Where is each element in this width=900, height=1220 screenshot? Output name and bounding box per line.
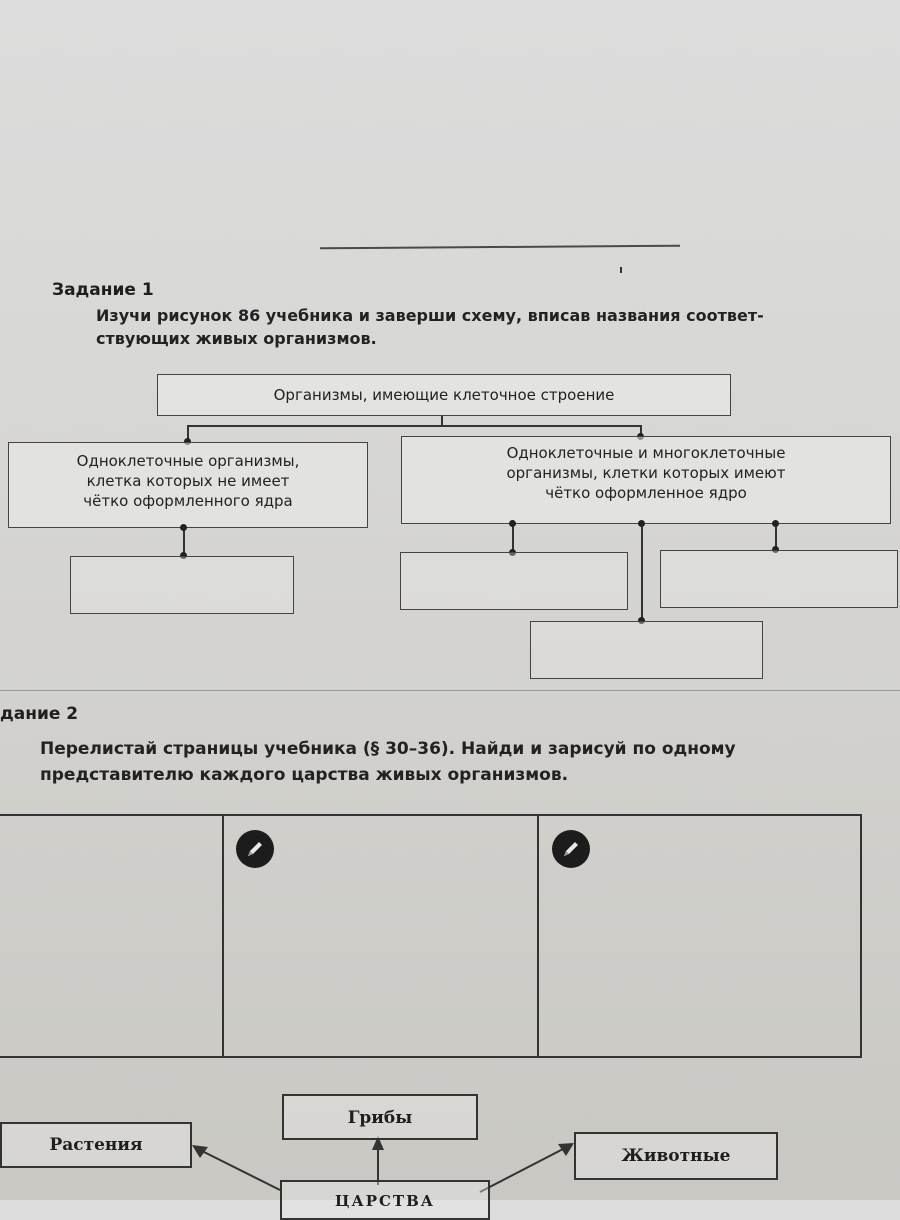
table-divider <box>537 816 539 1056</box>
pencil-icon-glyph <box>564 842 578 856</box>
arrowhead-animals <box>558 1143 574 1156</box>
prokaryote-label-line3: чётко оформленного ядра <box>83 492 293 510</box>
table-divider <box>222 816 224 1056</box>
task1-heading: Задание 1 <box>52 280 154 300</box>
ink-mark <box>620 267 622 273</box>
root-box: Организмы, имеющие клеточное строение <box>157 374 731 416</box>
task2-instruction-line2: представителю каждого царства живых орга… <box>40 765 569 785</box>
task2-instruction-line1: Перелистай страницы учебника (§ 30–36). … <box>40 739 736 759</box>
pencil-icon-glyph <box>248 842 262 856</box>
connector <box>441 416 443 426</box>
section-divider <box>0 690 900 691</box>
connector-dot <box>180 524 187 531</box>
answer-box-3[interactable] <box>660 550 898 608</box>
kingdom-plants-box: Растения <box>0 1122 192 1168</box>
prokaryote-box: Одноклеточные организмы, клетка которых … <box>8 442 368 528</box>
connector <box>187 425 642 427</box>
connector-dot <box>638 520 645 527</box>
connector-dot <box>184 438 191 445</box>
kingdom-fungi-label: Грибы <box>347 1108 413 1128</box>
connector-dot <box>180 552 187 559</box>
connector <box>183 528 185 556</box>
connector-dot <box>638 617 645 624</box>
drawing-cell-1[interactable] <box>2 816 220 1056</box>
root-box-label: Организмы, имеющие клеточное строение <box>273 386 615 404</box>
connector <box>512 524 514 552</box>
task2-heading: дание 2 <box>0 704 79 724</box>
answer-box-2[interactable] <box>400 552 628 610</box>
prokaryote-label-line2: клетка которых не имеет <box>86 472 290 490</box>
eukaryote-box: Одноклеточные и многоклеточные организмы… <box>401 436 891 524</box>
eukaryote-label-line2: организмы, клетки которых имеют <box>506 464 786 482</box>
connector-dot <box>772 520 779 527</box>
pencil-icon <box>552 830 590 868</box>
pencil-icon <box>236 830 274 868</box>
arrowhead-fungi <box>372 1136 384 1150</box>
kingdom-fungi-box: Грибы <box>282 1094 478 1140</box>
drawing-table <box>0 814 862 1058</box>
kingdoms-arrows <box>192 1136 574 1193</box>
connector-dot <box>509 520 516 527</box>
kingdom-animals-label: Животные <box>621 1146 731 1166</box>
answer-box-1[interactable] <box>70 556 294 614</box>
eukaryote-label-line1: Одноклеточные и многоклеточные <box>506 444 786 462</box>
connector <box>775 524 777 550</box>
arrow-to-plants <box>199 1149 281 1191</box>
kingdoms-center-box: ЦАРСТВА <box>280 1180 490 1220</box>
connector <box>640 425 642 437</box>
answer-box-4[interactable] <box>530 621 763 679</box>
kingdoms-center-label: ЦАРСТВА <box>335 1192 435 1210</box>
task1-instruction-line1: Изучи рисунок 86 учебника и заверши схем… <box>96 306 764 325</box>
top-rule <box>319 244 681 250</box>
kingdom-plants-label: Растения <box>49 1135 143 1155</box>
connector <box>641 524 643 620</box>
connector <box>187 425 189 443</box>
arrowhead-plants <box>192 1145 208 1158</box>
arrow-to-animals <box>479 1147 566 1193</box>
connector-dot <box>772 546 779 553</box>
kingdom-animals-box: Животные <box>574 1132 778 1180</box>
eukaryote-label-line3: чётко оформленное ядро <box>545 484 747 502</box>
prokaryote-label-line1: Одноклеточные организмы, <box>76 452 300 470</box>
task1-instruction-line2: ствующих живых организмов. <box>96 329 377 348</box>
